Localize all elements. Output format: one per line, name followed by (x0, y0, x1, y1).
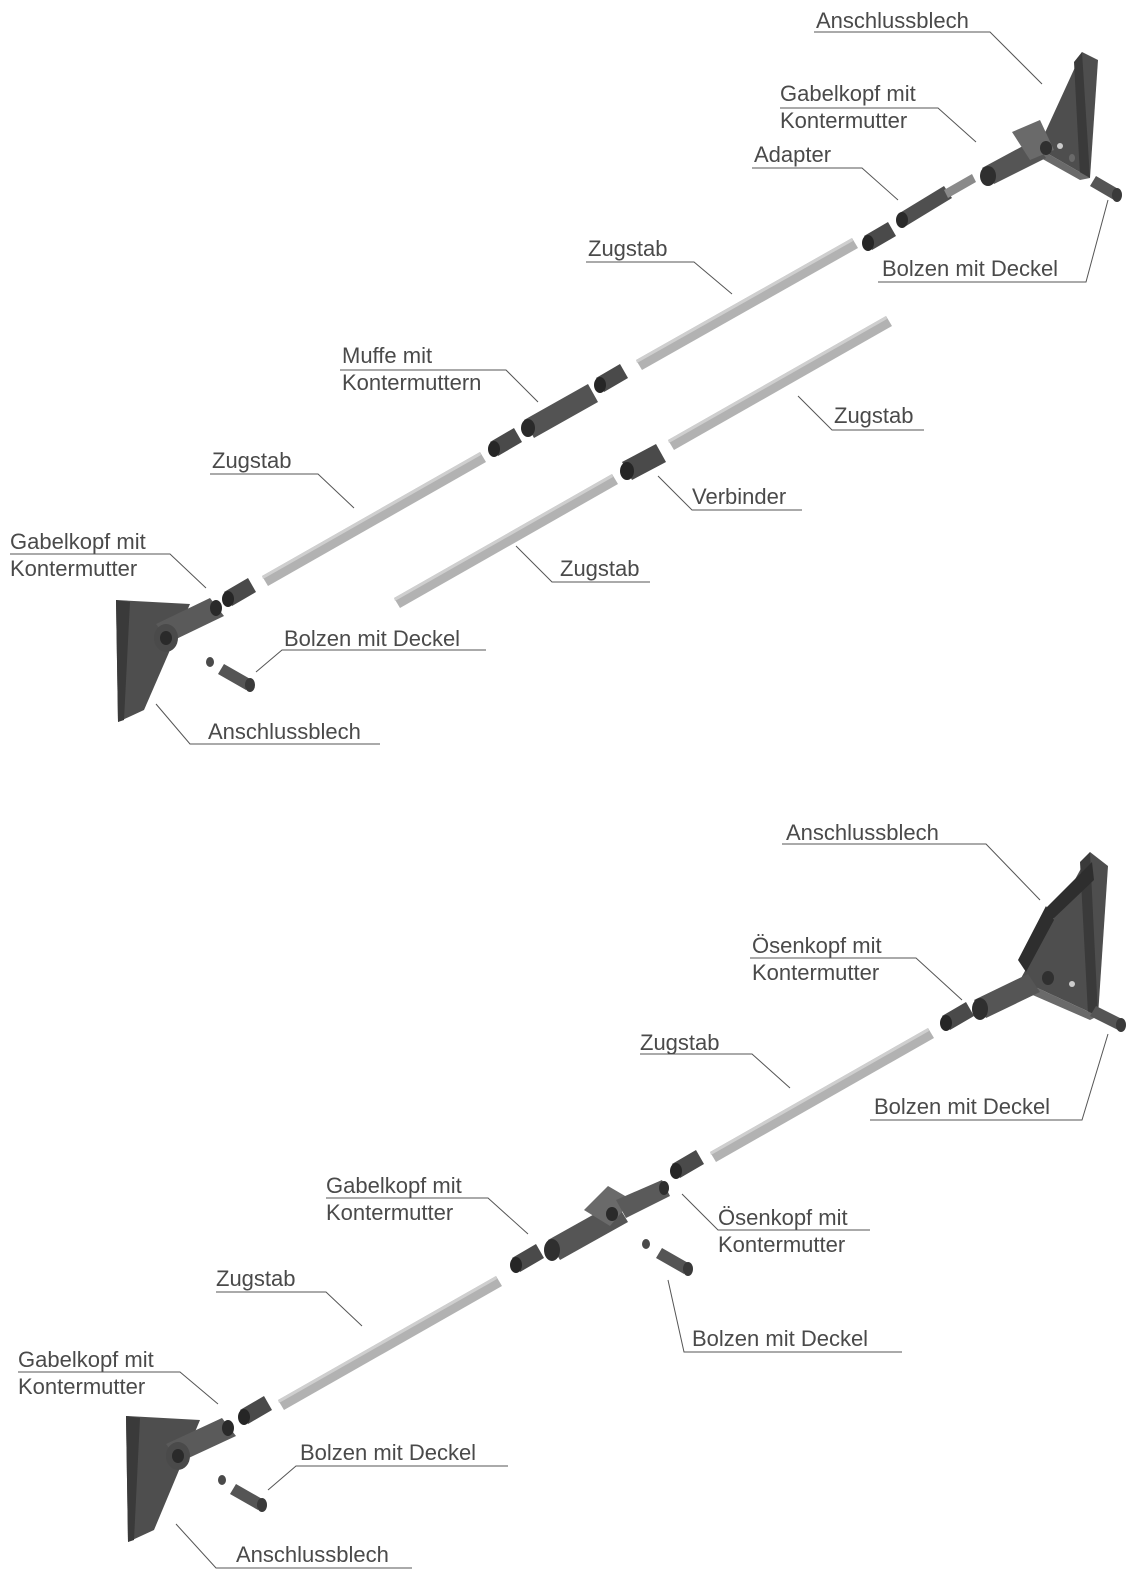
gabelkopf-top-right (980, 120, 1054, 186)
bolzen-bottom-mid (642, 1239, 693, 1276)
label-anschlussblech-top-left: Anschlussblech (208, 719, 361, 744)
label-anschlussblech-top-right: Anschlussblech (816, 8, 969, 33)
label-gabelkopf-top-right: Gabelkopf mit Kontermutter (780, 81, 916, 133)
label-zugstab-bottom-left: Zugstab (216, 1266, 296, 1291)
zugstab-top-lower-right (668, 316, 892, 450)
anschlussblech-top-right (1030, 52, 1098, 180)
kontermutter-bottom-left (238, 1396, 272, 1425)
kontermutter-bottom-mid-right (670, 1150, 704, 1179)
label-gabelkopf-bottom-left: Gabelkopf mit Kontermutter (18, 1347, 154, 1399)
label-anschlussblech-bottom-right: Anschlussblech (786, 820, 939, 845)
label-bolzen-bottom-mid: Bolzen mit Deckel (692, 1326, 869, 1351)
bolzen-bottom-left (218, 1475, 267, 1512)
label-zugstab-top-lower-mid: Zugstab (560, 556, 640, 581)
label-gabelkopf-bottom-mid: Gabelkopf mit Kontermutter (326, 1173, 462, 1225)
kontermutter-bottom-right (940, 1002, 974, 1031)
verbinder-top (620, 444, 666, 480)
bolzen-top-right (1069, 154, 1122, 202)
kontermutter-top-adapter (862, 222, 896, 251)
zugstab-top-lower-mid (394, 474, 618, 608)
leaders-bottom (18, 843, 1109, 1569)
leaders-top (10, 31, 1109, 745)
zugstab-bottom-upper (710, 1028, 934, 1162)
gabelkopf-top-left (154, 598, 224, 652)
label-verbinder-top: Verbinder (692, 484, 787, 509)
bolzen-bottom-right (1090, 1006, 1126, 1032)
label-oesenkopf-bottom-mid: Ösenkopf mit Kontermutter (718, 1205, 848, 1257)
adapter-top (896, 174, 976, 228)
label-muffe-top: Muffe mit Kontermuttern (342, 343, 482, 395)
zugstab-bottom-left (278, 1276, 502, 1410)
oesenkopf-bottom-right (972, 971, 1054, 1020)
diagram-top (10, 31, 1122, 745)
label-bolzen-top-left: Bolzen mit Deckel (284, 626, 461, 651)
label-oesenkopf-bottom-right: Ösenkopf mit Kontermutter (752, 933, 882, 985)
label-zugstab-top-left: Zugstab (212, 448, 292, 473)
label-gabelkopf-top-left: Gabelkopf mit Kontermutter (10, 529, 146, 581)
zugstab-top-upper (636, 238, 858, 370)
label-anschlussblech-bottom-left: Anschlussblech (236, 1542, 389, 1567)
kontermutter-top-left (222, 578, 256, 607)
label-zugstab-top-lower-right: Zugstab (834, 403, 914, 428)
label-zugstab-bottom-upper: Zugstab (640, 1030, 720, 1055)
gabelkopf-bottom-mid (544, 1180, 670, 1261)
label-bolzen-top-right: Bolzen mit Deckel (882, 256, 1059, 281)
label-bolzen-bottom-left: Bolzen mit Deckel (300, 1440, 477, 1465)
zugstab-top-left (262, 452, 486, 586)
label-bolzen-bottom-right: Bolzen mit Deckel (874, 1094, 1051, 1119)
bolzen-top-left (206, 657, 255, 692)
gabelkopf-bottom-left (166, 1418, 236, 1470)
label-adapter-top: Adapter (754, 142, 832, 167)
kontermutter-bottom-mid-left (510, 1244, 544, 1273)
anschlussblech-bottom-right (1012, 852, 1108, 1020)
label-zugstab-top-upper: Zugstab (588, 236, 668, 261)
muffe-top (488, 364, 628, 457)
diagram-bottom (18, 843, 1126, 1569)
